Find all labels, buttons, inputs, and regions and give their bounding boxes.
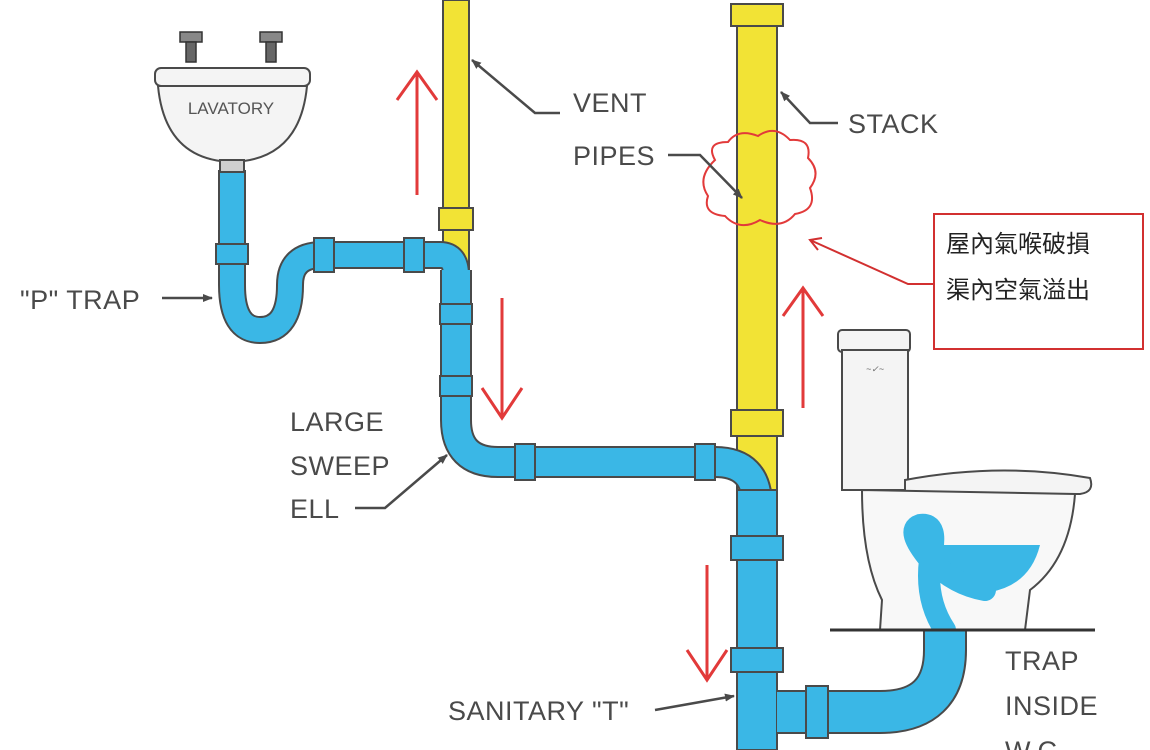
p-trap-label: "P" TRAP xyxy=(20,285,140,315)
lavatory-sink: LAVATORY xyxy=(154,31,311,173)
trap-inside-wc-label-line-2: INSIDE xyxy=(1005,691,1098,721)
damage-cloud xyxy=(702,129,817,227)
stack-pipe xyxy=(730,3,784,523)
vent-pipes-label-line-1: VENT xyxy=(573,88,647,118)
flow-arrows xyxy=(395,69,825,683)
vent-pipes-label-line-2: PIPES xyxy=(573,141,655,171)
trap-inside-wc-label-line-1: TRAP xyxy=(1005,646,1079,676)
note-callout: 屋內氣喉破損 渠內空氣溢出 xyxy=(808,213,1144,350)
large-sweep-ell-label-line-1: LARGE xyxy=(290,407,384,437)
stack-label: STACK xyxy=(848,109,939,139)
drain-pipes xyxy=(215,170,967,750)
trap-inside-wc-label-line-3: W.C. xyxy=(1005,736,1066,750)
leader-lines xyxy=(162,59,838,712)
large-sweep-ell-label-line-3: ELL xyxy=(290,494,340,524)
large-sweep-ell-label-line-2: SWEEP xyxy=(290,451,390,481)
lavatory-label: LAVATORY xyxy=(188,99,274,118)
note-line-1: 屋內氣喉破損 xyxy=(946,230,1090,258)
labels: "P" TRAP VENT PIPES STACK LARGE SWEEP EL… xyxy=(20,88,1098,750)
note-line-2: 渠內空氣溢出 xyxy=(946,276,1090,304)
vent-pipe xyxy=(438,0,474,276)
water-closet: ~✓~ xyxy=(830,329,1095,641)
svg-text:~✓~: ~✓~ xyxy=(866,364,884,374)
sanitary-t-label: SANITARY "T" xyxy=(448,696,629,726)
